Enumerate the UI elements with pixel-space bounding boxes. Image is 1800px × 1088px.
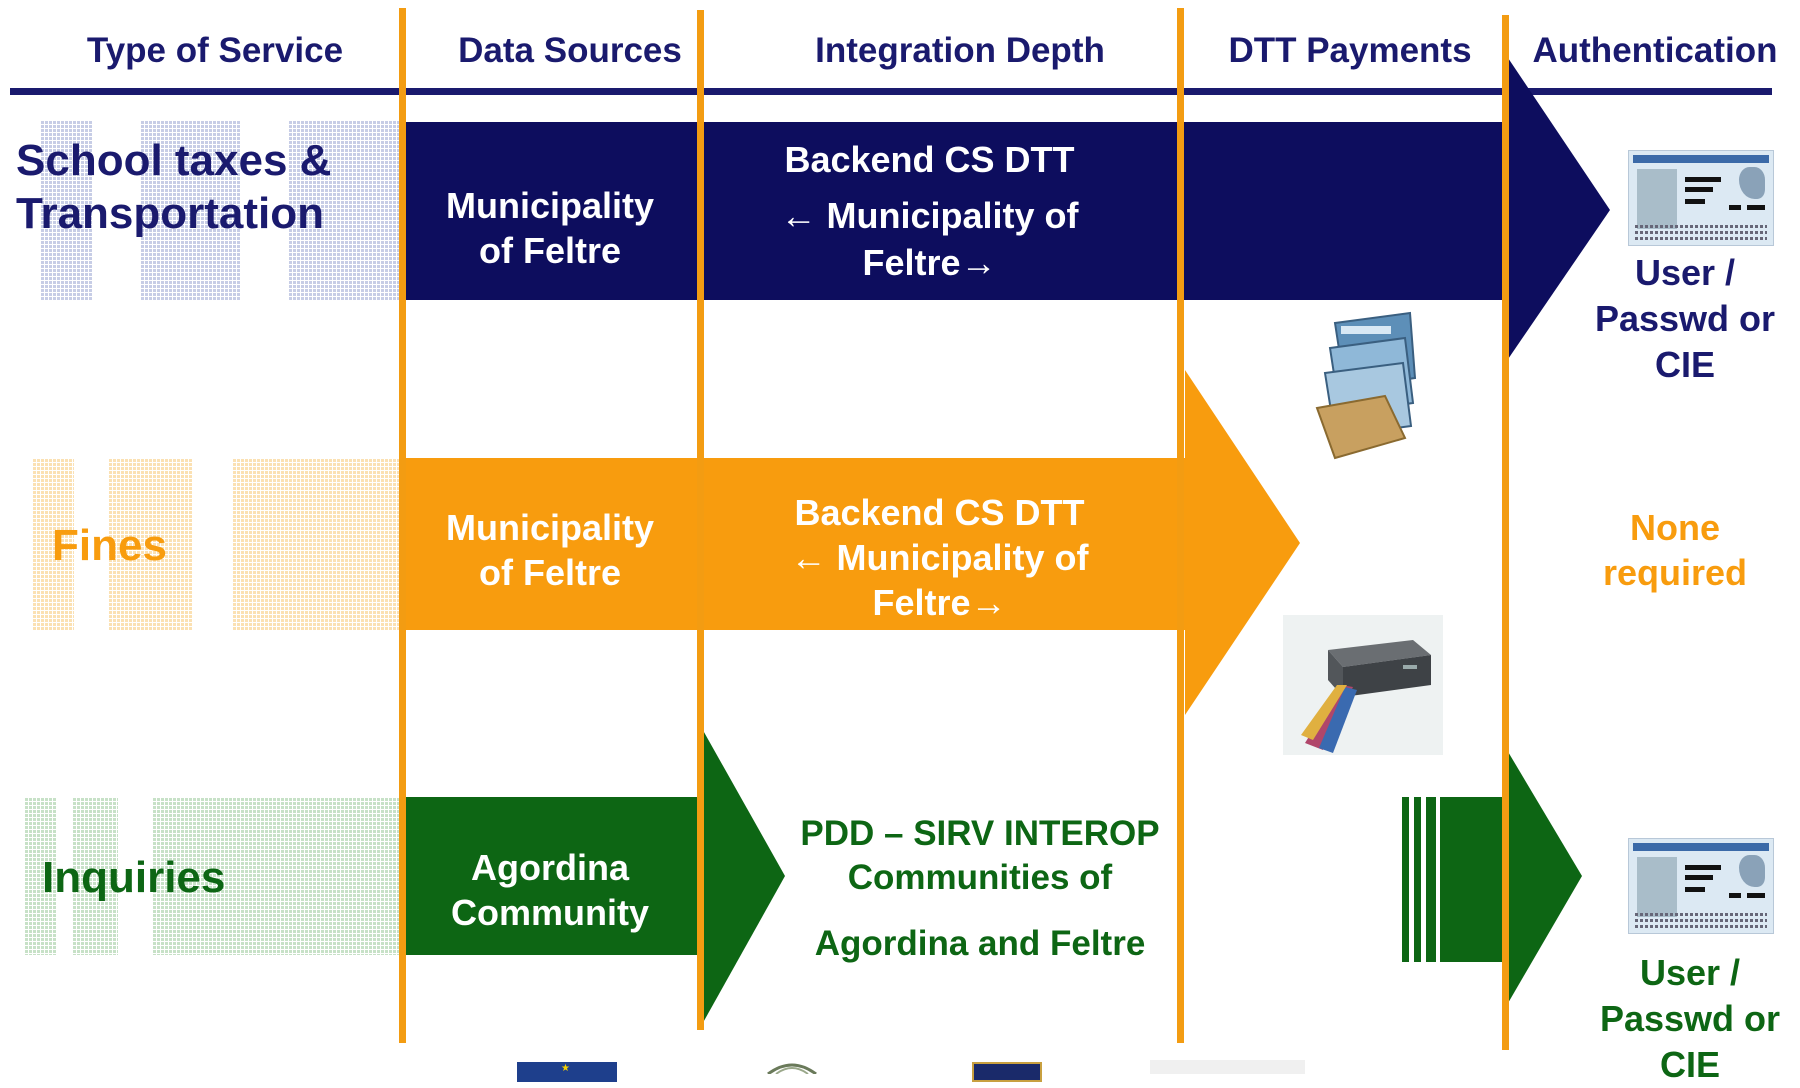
set-top-box-icon bbox=[1283, 615, 1443, 755]
school-service-line1: School taxes & bbox=[16, 136, 332, 185]
header-data-sources: Data Sources bbox=[458, 31, 682, 70]
fines-auth: None required bbox=[1560, 505, 1790, 595]
id-card-icon bbox=[1628, 838, 1774, 934]
inquiries-pattern-block-2 bbox=[72, 797, 118, 955]
school-integration-line1: Backend CS DTT bbox=[784, 139, 1075, 180]
school-pattern-block-1 bbox=[40, 120, 92, 300]
inquiries-arrow-head-2 bbox=[1504, 745, 1582, 1010]
eu-flag-logo: ★ bbox=[517, 1062, 617, 1082]
header-integration-depth: Integration Depth bbox=[815, 31, 1105, 70]
fines-service-label: Fines bbox=[52, 521, 167, 570]
payment-cards-icon bbox=[1315, 311, 1417, 460]
divider-2 bbox=[697, 10, 704, 1030]
school-source: Municipality of Feltre bbox=[430, 183, 670, 273]
fines-integration-line3: Feltre→ bbox=[872, 582, 1007, 623]
fines-integration: Backend CS DTT ← Municipality of Feltre→ bbox=[712, 490, 1167, 625]
inquiries-integration-line1: PDD – SIRV INTEROP bbox=[800, 814, 1160, 853]
school-pattern-block-2 bbox=[140, 120, 240, 300]
inquiries-source-line2: Community bbox=[451, 892, 649, 933]
divider-4 bbox=[1502, 15, 1509, 1050]
inquiries-arrow-head-1 bbox=[700, 725, 785, 1028]
region-logo bbox=[972, 1062, 1042, 1082]
fines-integration-line1: Backend CS DTT bbox=[794, 492, 1085, 533]
school-auth-line2: Passwd or bbox=[1594, 298, 1776, 340]
school-arrow-head bbox=[1504, 52, 1610, 365]
inquiries-source-line1: Agordina bbox=[471, 847, 629, 888]
inquiries-stripe-2 bbox=[1414, 797, 1421, 962]
divider-1 bbox=[399, 8, 406, 1043]
school-auth-line1: User / bbox=[1634, 252, 1736, 293]
fines-source: Municipality of Feltre bbox=[430, 505, 670, 595]
inquiries-source: Agordina Community bbox=[430, 845, 670, 935]
school-bar bbox=[402, 122, 1504, 300]
fines-integration-line2: ← Municipality of bbox=[790, 537, 1089, 578]
header-authentication: Authentication bbox=[1532, 31, 1778, 70]
inquiries-bar bbox=[402, 797, 700, 955]
fines-auth-line1: None bbox=[1630, 507, 1720, 548]
fines-pattern-block-2 bbox=[108, 458, 192, 630]
fines-arrow bbox=[402, 370, 1300, 715]
school-service-label: School taxes & Transportation bbox=[16, 135, 331, 241]
school-service-line2: Transportation bbox=[16, 188, 325, 238]
inquiries-auth-line3: CIE bbox=[1659, 1044, 1720, 1086]
inquiries-integration: PDD – SIRV INTEROP Communities of Agordi… bbox=[765, 812, 1195, 965]
inquiries-stripe-1 bbox=[1402, 797, 1409, 962]
inquiries-stripe-3 bbox=[1426, 797, 1436, 962]
inquiries-pattern-block-3 bbox=[152, 797, 402, 955]
school-source-line1: Municipality bbox=[445, 185, 655, 226]
school-auth-line3: CIE bbox=[1654, 344, 1715, 386]
header-dtt-payments: DTT Payments bbox=[1228, 31, 1472, 70]
divider-3 bbox=[1177, 8, 1184, 1043]
header-divider bbox=[10, 88, 1772, 95]
school-pattern-block-3 bbox=[288, 120, 403, 300]
partner-logo bbox=[1150, 1060, 1305, 1074]
inquiries-integration-line3: Agordina and Feltre bbox=[814, 923, 1146, 963]
inquiries-auth-line1: User / bbox=[1639, 952, 1741, 993]
italy-emblem-logo bbox=[767, 1063, 817, 1074]
inquiries-integration-line2: Communities of bbox=[847, 857, 1113, 897]
fines-auth-line2: required bbox=[1602, 552, 1748, 593]
inquiries-service-label: Inquiries bbox=[42, 853, 226, 902]
fines-pattern-block-1 bbox=[32, 458, 74, 630]
fines-source-line2: of Feltre bbox=[478, 552, 621, 593]
school-integration-clip: Backend CS DTT ← Municipality of Feltre→ bbox=[702, 122, 1177, 300]
id-card-icon bbox=[1628, 150, 1774, 246]
fines-pattern-block-3 bbox=[232, 458, 402, 630]
school-integration-line2: ← Municipality of bbox=[780, 194, 1079, 236]
school-source-line2: of Feltre bbox=[478, 230, 621, 271]
inquiries-pattern-block-1 bbox=[24, 797, 56, 955]
inquiries-auth-line2: Passwd or bbox=[1599, 998, 1781, 1040]
school-integration-line3: Feltre→ bbox=[862, 242, 997, 284]
school-auth: User / Passwd or CIE bbox=[1570, 250, 1800, 388]
header-type-of-service: Type of Service bbox=[86, 31, 344, 70]
inquiries-stripe-4 bbox=[1440, 797, 1504, 962]
inquiries-auth: User / Passwd or CIE bbox=[1575, 950, 1800, 1088]
school-integration: Backend CS DTT ← Municipality of Feltre→ bbox=[702, 136, 1157, 287]
fines-source-line1: Municipality bbox=[445, 507, 655, 548]
